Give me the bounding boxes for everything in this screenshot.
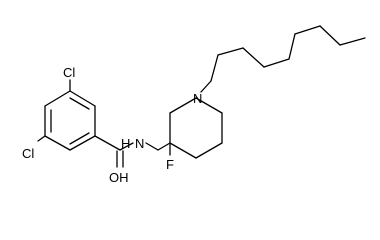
chemical-structure-diagram: Cl Cl N H OH F N bbox=[22, 25, 366, 185]
chlorine-top-label: Cl bbox=[63, 65, 75, 80]
n-ch2-bond bbox=[145, 142, 159, 151]
ring-bond bbox=[195, 97, 223, 114]
amide-nitrogen-label: N bbox=[135, 136, 144, 151]
ring-double-bond bbox=[69, 132, 90, 145]
chain-bond bbox=[242, 47, 265, 68]
ring-double-bond bbox=[69, 97, 90, 110]
ring-nitrogen-label: N bbox=[193, 91, 202, 106]
chain-bond bbox=[263, 58, 290, 68]
chain-bond bbox=[339, 37, 366, 46]
nonyl-chain bbox=[200, 25, 366, 93]
ring-bond bbox=[169, 142, 197, 159]
amide-hydrogen-label: H bbox=[121, 136, 130, 151]
amide-cn-bond bbox=[119, 142, 134, 151]
chain-bond bbox=[217, 47, 244, 56]
chain-bond bbox=[288, 33, 296, 60]
fluorine-label: F bbox=[166, 157, 174, 172]
ring-carbonyl-bond bbox=[94, 135, 121, 151]
benzene-ring bbox=[44, 90, 96, 151]
c-cl-bond bbox=[37, 135, 46, 142]
ring-bond bbox=[44, 135, 71, 151]
chain-bond bbox=[294, 25, 321, 35]
ring-bond bbox=[44, 90, 71, 107]
ring-bond bbox=[69, 135, 96, 151]
piperidine-ring bbox=[169, 97, 223, 159]
chain-bond bbox=[210, 54, 219, 82]
ring-bond bbox=[169, 97, 197, 114]
chain-bond bbox=[319, 25, 341, 46]
chlorine-left-label: Cl bbox=[22, 146, 34, 161]
hydroxyl-oxygen-label: OH bbox=[109, 170, 129, 185]
chain-bond bbox=[200, 80, 212, 93]
ring-bond bbox=[69, 90, 96, 107]
ring-bond bbox=[195, 142, 223, 159]
ch2-c4-bond bbox=[157, 142, 171, 151]
